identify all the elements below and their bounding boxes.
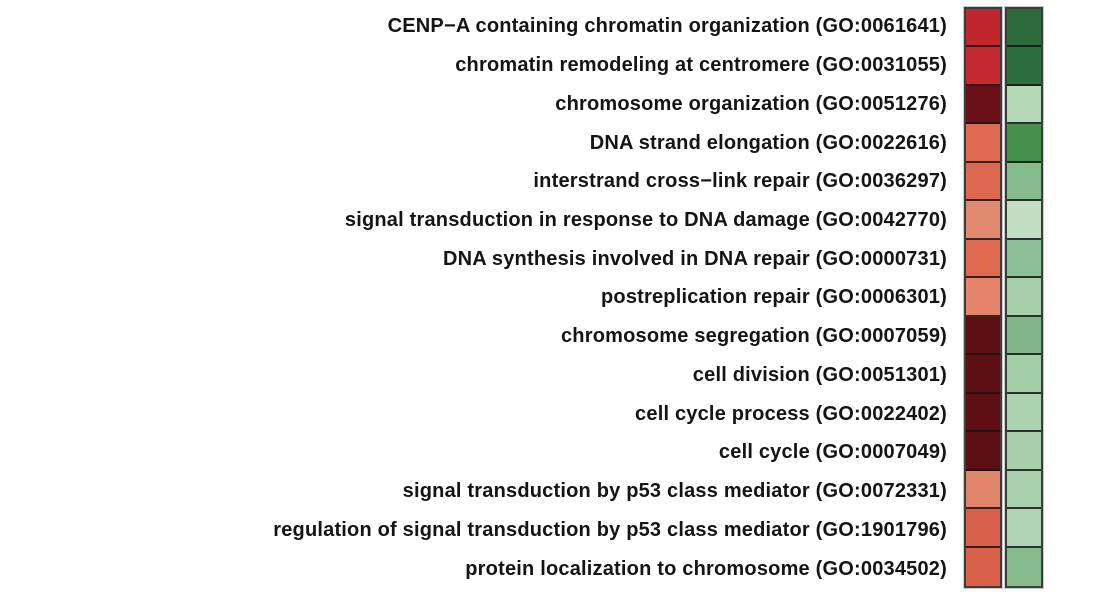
row-label: chromosome segregation (GO:0007059) xyxy=(560,325,947,348)
heatmap-cell xyxy=(966,9,1000,48)
heatmap-cell xyxy=(1007,316,1041,356)
row-label: chromatin remodeling at centromere (GO:0… xyxy=(455,54,947,77)
heatmap-cell xyxy=(966,162,1000,202)
heatmap-column-1 xyxy=(964,7,1002,588)
heatmap-cell xyxy=(966,239,1000,279)
heatmap-cell xyxy=(966,547,1000,586)
row-label: interstrand cross−link repair (GO:003629… xyxy=(533,170,947,193)
heatmap-cell xyxy=(966,124,1000,163)
row-label: signal transduction by p53 class mediato… xyxy=(402,480,947,503)
row-label: protein localization to chromosome (GO:0… xyxy=(465,557,947,580)
heatmap-cell xyxy=(966,85,1000,125)
row-label: signal transduction in response to DNA d… xyxy=(344,209,947,232)
row-label: DNA synthesis involved in DNA repair (GO… xyxy=(442,247,947,270)
heatmap-cell xyxy=(1007,509,1041,548)
heatmap-cell xyxy=(1007,239,1041,279)
row-labels-column: CENP−A containing chromatin organization… xyxy=(0,7,947,588)
heatmap-cell xyxy=(1007,393,1041,433)
heatmap-cell xyxy=(966,470,1000,510)
heatmap-cell xyxy=(1007,162,1041,202)
row-label: CENP−A containing chromatin organization… xyxy=(387,15,947,38)
heatmap-cell xyxy=(1007,355,1041,394)
heatmap-cell xyxy=(1007,85,1041,125)
row-label: DNA strand elongation (GO:0022616) xyxy=(589,131,947,154)
heatmap-cell xyxy=(1007,470,1041,510)
heatmap-cell xyxy=(1007,9,1041,48)
row-label: regulation of signal transduction by p53… xyxy=(273,518,947,541)
heatmap-cell xyxy=(966,278,1000,317)
row-label: cell cycle (GO:0007049) xyxy=(718,441,947,464)
row-label: cell cycle process (GO:0022402) xyxy=(635,402,947,425)
heatmap-cell xyxy=(966,201,1000,240)
heatmap-column-2 xyxy=(1005,7,1043,588)
heatmap-cell xyxy=(1007,278,1041,317)
row-label: chromosome organization (GO:0051276) xyxy=(555,92,947,115)
heatmap-cell xyxy=(966,47,1000,86)
heatmap-cell xyxy=(1007,47,1041,86)
row-label: postreplication repair (GO:0006301) xyxy=(600,286,947,309)
heatmap-cell xyxy=(1007,547,1041,586)
heatmap-cell xyxy=(1007,124,1041,163)
heatmap-cell xyxy=(1007,201,1041,240)
heatmap-cell xyxy=(966,316,1000,356)
heatmap-cell xyxy=(966,393,1000,433)
heatmap-cell xyxy=(1007,432,1041,471)
heatmap-cell xyxy=(966,509,1000,548)
heatmap-cell xyxy=(966,355,1000,394)
row-label: cell division (GO:0051301) xyxy=(692,363,947,386)
heatmap-cell xyxy=(966,432,1000,471)
